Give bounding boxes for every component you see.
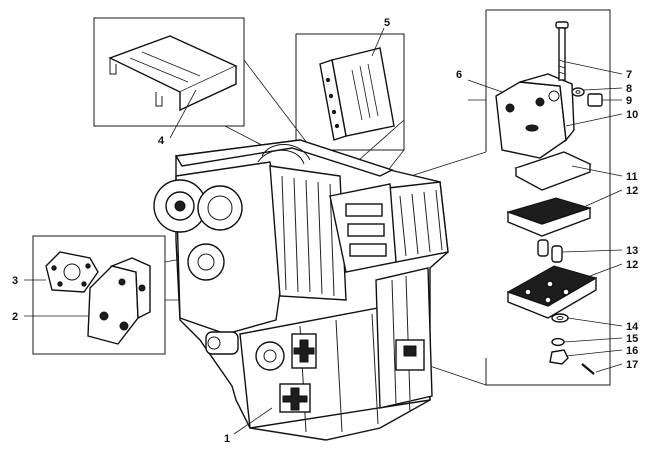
part-cover bbox=[108, 35, 238, 112]
callout-1: 1 bbox=[224, 433, 230, 445]
part-document bbox=[319, 47, 395, 141]
inset-frame-mount-kit bbox=[485, 9, 611, 386]
callout-14: 14 bbox=[626, 321, 639, 333]
part-plate bbox=[514, 151, 592, 191]
part-gasket bbox=[45, 251, 99, 293]
callout-11: 11 bbox=[626, 171, 638, 183]
inset-frame-document bbox=[295, 33, 405, 151]
callout-3: 3 bbox=[12, 275, 18, 287]
part-rubber-pad-upper bbox=[506, 197, 592, 237]
part-bolt bbox=[555, 21, 569, 81]
inset-frame-cover bbox=[93, 17, 245, 127]
callout-9: 9 bbox=[626, 95, 632, 107]
callout-4: 4 bbox=[158, 135, 165, 147]
callout-8: 8 bbox=[626, 83, 632, 95]
part-castle-nut bbox=[549, 349, 569, 365]
part-mount-bracket bbox=[495, 73, 575, 159]
inset-frame-bracket bbox=[32, 235, 166, 355]
callout-16: 16 bbox=[626, 345, 638, 357]
callout-10: 10 bbox=[626, 109, 638, 121]
callout-12a: 12 bbox=[626, 185, 638, 197]
callout-13: 13 bbox=[626, 245, 638, 257]
callout-7: 7 bbox=[626, 69, 632, 81]
part-bushings bbox=[537, 239, 563, 263]
part-flat-washer bbox=[551, 313, 569, 323]
transmission-housing bbox=[153, 139, 449, 441]
part-cotter-pin bbox=[581, 363, 595, 375]
part-bracket bbox=[87, 257, 151, 345]
callout-12b: 12 bbox=[626, 259, 638, 271]
callout-5: 5 bbox=[384, 17, 390, 29]
part-lock-washer bbox=[551, 337, 565, 347]
part-rubber-pad-lower bbox=[506, 265, 598, 319]
callout-17: 17 bbox=[626, 359, 638, 371]
callout-15: 15 bbox=[626, 333, 638, 345]
part-washer-small bbox=[571, 87, 585, 97]
part-plug bbox=[587, 93, 603, 107]
callout-2: 2 bbox=[12, 311, 18, 323]
callout-6: 6 bbox=[456, 69, 462, 81]
